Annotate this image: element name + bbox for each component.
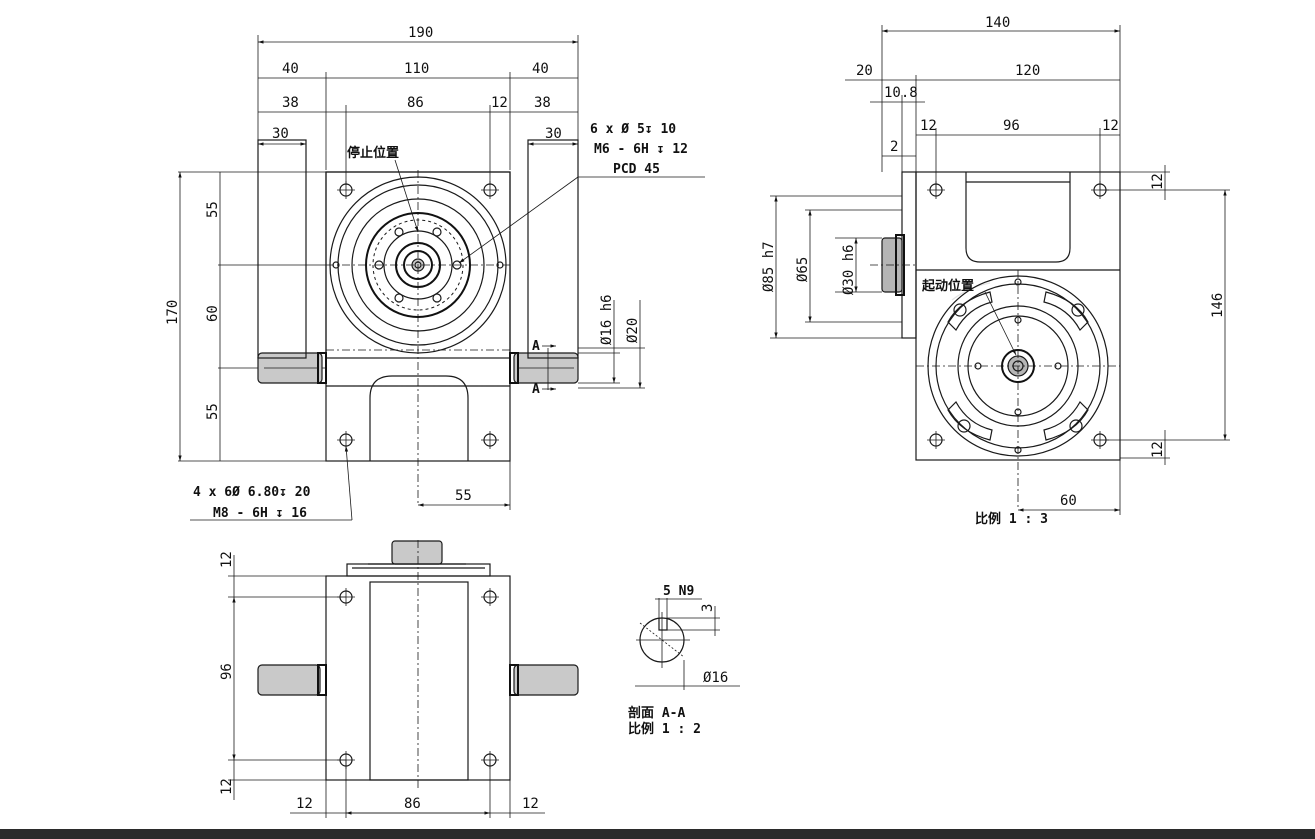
dim-190: 190 [408,25,433,41]
dim-170: 170 [165,300,181,325]
dim-12: 12 [491,95,508,111]
front-dim-12-left: 12 [296,796,313,812]
start-position-label: 起动位置 [921,278,974,294]
holes-callout-2: M6 - 6H ↧ 12 [594,142,688,157]
section-a-a: 5 N9 3 Ø16 剖面 A-A 比例 1 : 2 [628,584,740,737]
side-dim-60: 60 [1060,493,1077,509]
pcd-callout: PCD 45 [613,162,660,177]
front-dim-12-top: 12 [219,551,235,568]
section-key: 5 N9 [663,584,694,599]
section-dia: Ø16 [703,670,728,686]
dim-40-right: 40 [532,61,549,77]
mount-callout-2: M8 - 6H ↧ 16 [213,506,307,521]
section-a-top: A [532,339,540,354]
mount-callout-1: 4 x 6Ø 6.80↧ 20 [193,485,311,500]
dim-110: 110 [404,61,429,77]
dim-38-left: 38 [282,95,299,111]
dim-40-left: 40 [282,61,299,77]
top-view: 190 40 110 40 38 86 12 38 30 30 170 55 6… [165,25,705,521]
side-dim-12a: 12 [920,118,937,134]
dim-55-bottom-horiz: 55 [455,488,472,504]
side-dim-12c: 12 [1150,173,1166,190]
side-dim-phi85: Ø85 h7 [761,241,777,292]
side-dim-20: 20 [856,63,873,79]
dim-60: 60 [205,305,221,322]
section-title: 剖面 A-A [628,705,685,721]
holes-callout-1: 6 x Ø 5↧ 10 [590,122,676,137]
dim-38-right: 38 [534,95,551,111]
side-dim-phi65: Ø65 [795,257,811,282]
side-dim-140: 140 [985,15,1010,31]
pcd-holes [374,227,462,303]
side-view: 140 20 120 10.8 12 96 12 2 [761,15,1230,527]
dim-30-left: 30 [272,126,289,142]
side-scale: 比例 1 : 3 [975,511,1048,527]
side-dim-146: 146 [1210,293,1226,318]
section-a-bottom: A [532,382,540,397]
dim-30-right: 30 [545,126,562,142]
side-dim-12d: 12 [1150,441,1166,458]
dim-55-top: 55 [205,201,221,218]
section-depth: 3 [700,604,716,612]
side-dim-96: 96 [1003,118,1020,134]
dim-phi20: Ø20 [625,318,641,343]
front-dim-96: 96 [219,663,235,680]
dim-phi16: Ø16 h6 [599,294,615,345]
side-dim-2: 2 [890,139,898,155]
side-dim-12b: 12 [1102,118,1119,134]
bottom-border [0,829,1315,839]
section-scale: 比例 1 : 2 [628,721,701,737]
front-dim-12-right: 12 [522,796,539,812]
front-dim-12-bottom: 12 [219,778,235,795]
front-dim-86: 86 [404,796,421,812]
dim-86: 86 [407,95,424,111]
stop-position-label: 停止位置 [347,145,399,161]
dim-55-bottom: 55 [205,403,221,420]
side-dim-phi30: Ø30 h6 [841,244,857,295]
side-dim-120: 120 [1015,63,1040,79]
side-dim-10-8: 10.8 [884,85,918,101]
front-view: 12 96 12 12 86 12 [219,540,579,818]
